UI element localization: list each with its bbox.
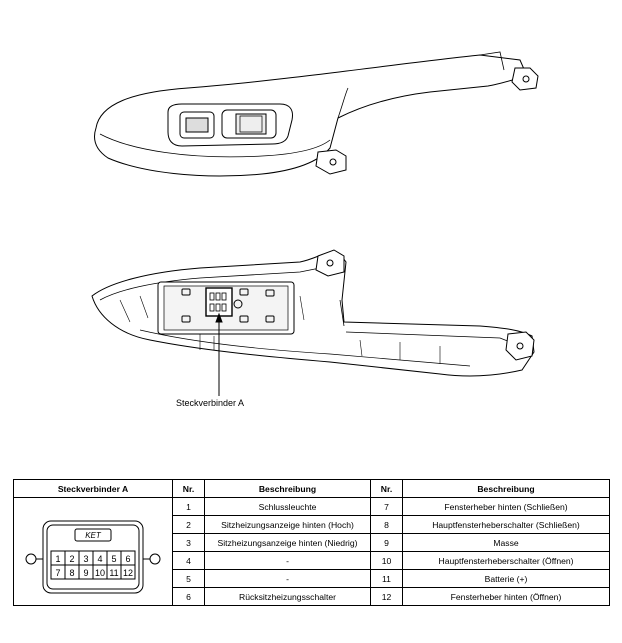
pin-label: 3 [83,554,88,564]
pin-number: 10 [370,551,403,570]
connector-face-cell: KET 1 2 3 4 5 6 7 8 9 10 11 12 [13,497,173,606]
connector-a-housing [205,287,233,317]
pin-number: 3 [172,533,205,552]
pin-number: 6 [172,587,205,606]
pin-description: Rücksitzheizungsschalter [204,587,371,606]
table-row: 6 Rücksitzheizungsschalter 12 Fensterheb… [14,587,610,606]
pin-description: - [204,551,371,570]
pin-description: - [204,569,371,588]
pin-description: Hauptfensterheberschalter (Öffnen) [402,551,610,570]
pin-number: 4 [172,551,205,570]
pin-label: 2 [69,554,74,564]
header-connector: Steckverbinder A [13,479,173,498]
pin-assignment-table: Steckverbinder A Nr. Beschreibung Nr. Be… [13,479,610,606]
connector-face-diagram: KET 1 2 3 4 5 6 7 8 9 10 11 12 [25,520,161,593]
table-row: 2 Sitzheizungsanzeige hinten (Hoch) 8 Ha… [14,515,610,534]
pin-label: 11 [109,568,118,578]
pin-number: 7 [370,497,403,516]
pin-description: Batterie (+) [402,569,610,588]
header-desc-left: Beschreibung [204,479,371,498]
pin-label: 1 [55,554,60,564]
pin-description: Sitzheizungsanzeige hinten (Niedrig) [204,533,371,552]
pin-description: Fensterheber hinten (Schließen) [402,497,610,516]
pin-label: 10 [95,568,105,578]
pin-label: 9 [83,568,88,578]
pin-number: 1 [172,497,205,516]
pin-description: Sitzheizungsanzeige hinten (Hoch) [204,515,371,534]
pin-number: 11 [370,569,403,588]
pin-label: 8 [69,568,74,578]
callout-label: Steckverbinder A [176,398,245,408]
door-trim-illustration [91,51,539,396]
pin-number: 12 [370,587,403,606]
pin-description: Fensterheber hinten (Öffnen) [402,587,610,606]
header-desc-right: Beschreibung [402,479,610,498]
pin-label: 7 [55,568,60,578]
pin-description: Masse [402,533,610,552]
connector-pins [209,292,227,312]
table-row: 5 - 11 Batterie (+) [14,569,610,588]
table-header-row: Steckverbinder A Nr. Beschreibung Nr. Be… [13,479,610,498]
pin-label: 6 [125,554,130,564]
armrest-bottom-view [91,249,535,396]
pin-description: Hauptfensterheberschalter (Schließen) [402,515,610,534]
pin-label: 12 [123,568,133,578]
pin-number: 5 [172,569,205,588]
pin-label: 4 [97,554,102,564]
table-row: 4 - 10 Hauptfensterheberschalter (Öffnen… [14,551,610,570]
table-row: KET 1 2 3 4 5 6 7 8 9 10 11 12 [13,497,610,606]
pin-description: Schlussleuchte [204,497,371,516]
connector-maker-label: KET [85,531,102,540]
pin-number: 9 [370,533,403,552]
pin-label: 5 [111,554,116,564]
armrest-top-view [94,51,539,177]
header-nr-right: Nr. [370,479,403,498]
pin-number: 2 [172,515,205,534]
header-nr-left: Nr. [172,479,205,498]
pin-number: 8 [370,515,403,534]
